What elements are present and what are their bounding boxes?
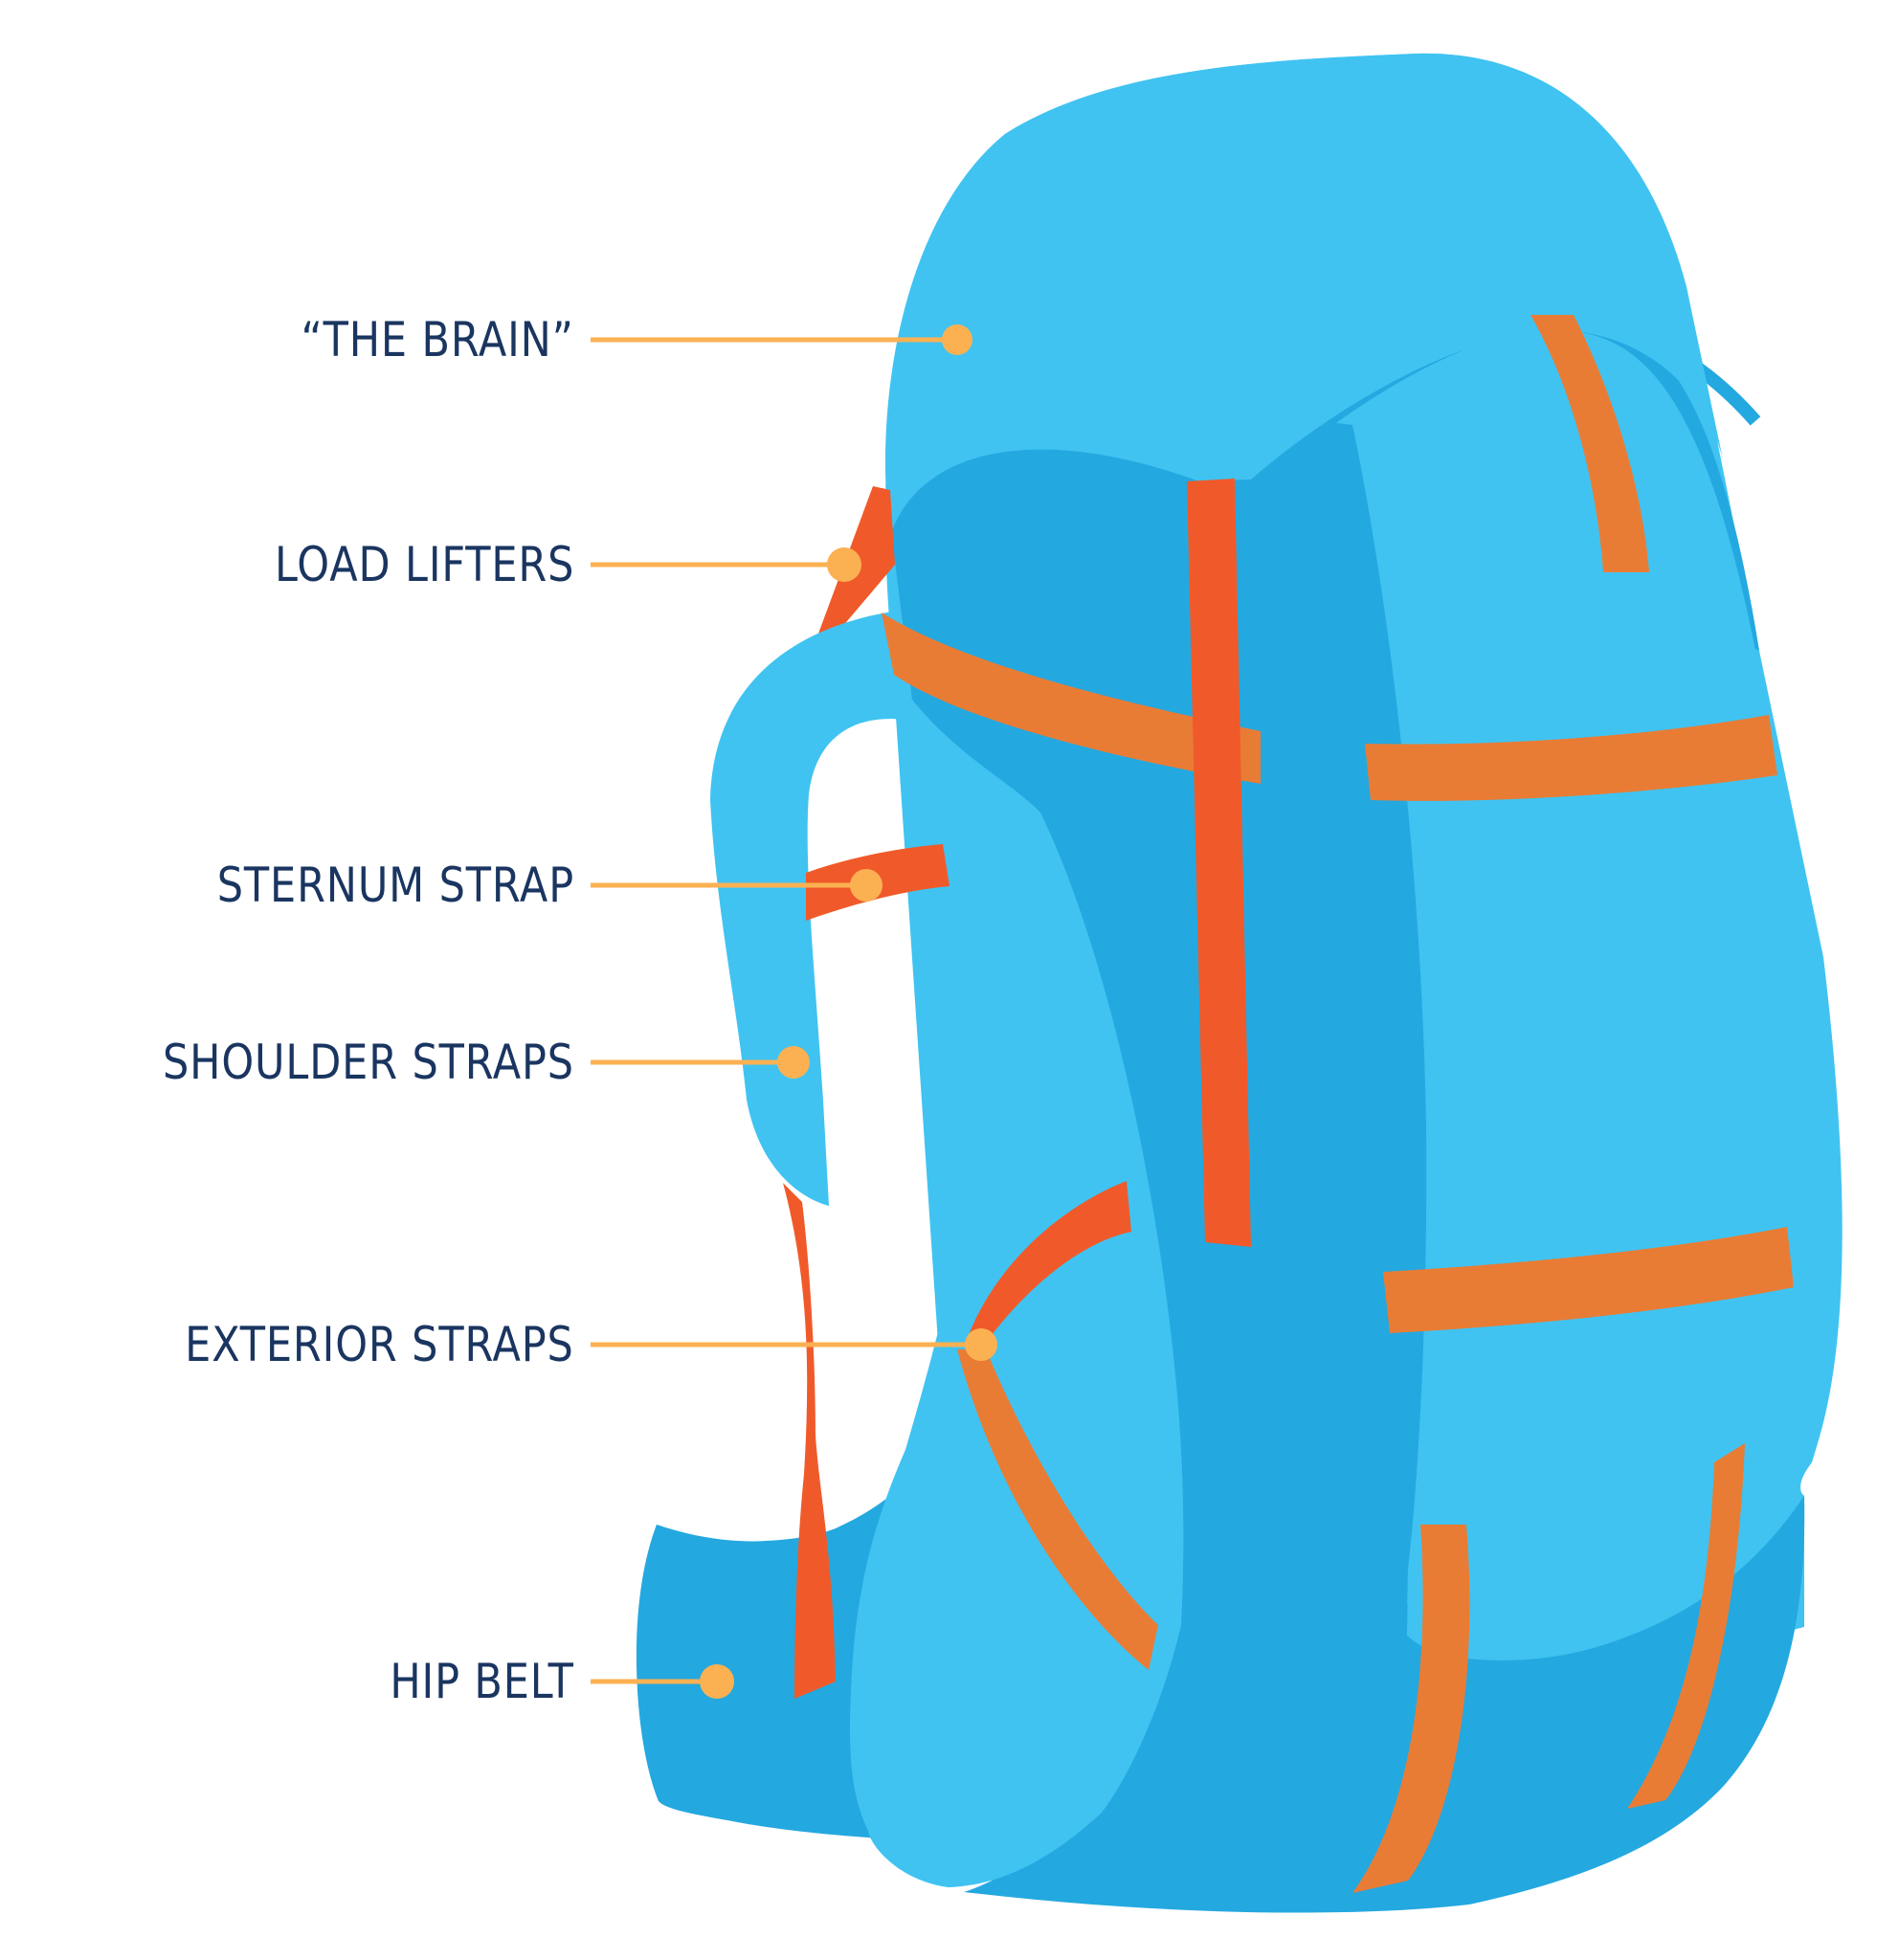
exterior-strap-upper xyxy=(967,1181,1131,1349)
lid-cross-strap xyxy=(882,612,1261,784)
label-hip-belt: HIP BELT xyxy=(390,1654,574,1709)
hip-belt-strap xyxy=(783,1183,836,1699)
center-column xyxy=(905,421,1427,1893)
right-band-upper xyxy=(1365,715,1777,801)
label-shoulder-straps: SHOULDER STRAPS xyxy=(163,1035,574,1090)
label-sternum-strap: STERNUM STRAP xyxy=(216,858,574,913)
right-band-lower xyxy=(1383,1227,1794,1333)
brain-lid xyxy=(884,53,1723,537)
label-the-brain: “THE BRAIN” xyxy=(301,312,574,368)
callout-dot-exterior xyxy=(965,1328,997,1361)
callout-dot-shoulder xyxy=(777,1046,810,1079)
exterior-strap-lower xyxy=(957,1349,1158,1670)
bottom-right-strap xyxy=(1627,1443,1745,1809)
callout-dot-load-lifters xyxy=(827,547,861,582)
bottom-center-strap xyxy=(1352,1525,1470,1893)
callout-dot-brain xyxy=(942,324,972,355)
callout-dot-sternum xyxy=(850,869,882,902)
top-right-strap xyxy=(1530,315,1649,572)
callout-dot-hip-belt xyxy=(700,1664,734,1699)
callouts xyxy=(591,324,997,1699)
label-load-lifters: LOAD LIFTERS xyxy=(274,537,574,592)
label-exterior-straps: EXTERIOR STRAPS xyxy=(185,1317,574,1372)
center-vertical-strap xyxy=(1187,479,1251,1247)
